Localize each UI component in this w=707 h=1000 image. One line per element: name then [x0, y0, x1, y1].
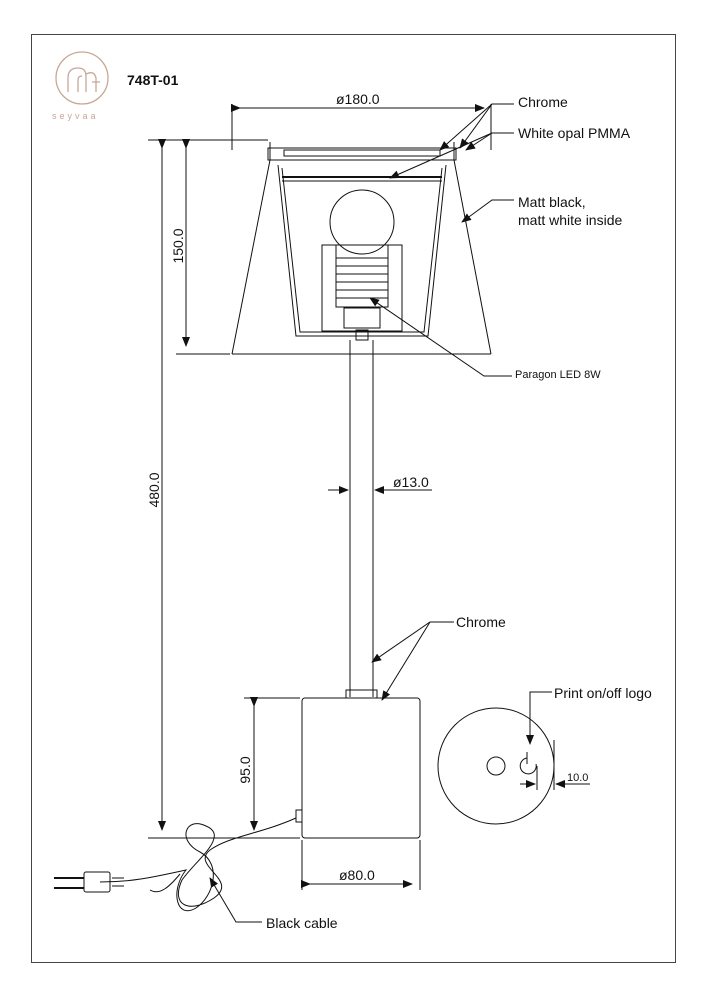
- power-cable: [54, 817, 297, 912]
- callout-leaders: [209, 103, 552, 923]
- dimension-shade-height: [176, 139, 230, 355]
- callout-black-cable: Black cable: [266, 915, 338, 931]
- callout-chrome-top: Chrome: [518, 94, 568, 110]
- dimension-total-height: [148, 139, 300, 839]
- switch-offset-value: 10.0: [567, 772, 589, 784]
- lamp-base: [295, 697, 421, 839]
- callout-chrome-stem: Chrome: [456, 614, 506, 630]
- drawing-frame: [31, 34, 676, 963]
- callout-print-on-off-logo: Print on/off logo: [554, 685, 652, 701]
- led-bulb: [321, 189, 403, 341]
- lamp-stem: [345, 340, 378, 699]
- base-height-value: 95.0: [237, 756, 253, 784]
- callout-shade-material-line2: matt white inside: [518, 212, 623, 228]
- lamp-shade: [231, 142, 492, 355]
- base-diameter-value: ø80.0: [339, 867, 375, 883]
- seyvaa-logo-icon: [55, 51, 109, 105]
- callout-white-opal-pmma: White opal PMMA: [518, 125, 631, 141]
- shade-diameter-value: ø180.0: [336, 91, 380, 107]
- model-number: 748T-01: [127, 72, 179, 88]
- stem-diameter-value: ø13.0: [393, 474, 429, 490]
- dimension-shade-diameter: [231, 104, 492, 150]
- dimension-base-height: [244, 697, 300, 831]
- brand-name: seyvaa: [52, 111, 99, 121]
- callout-shade-material-line1: Matt black,: [518, 194, 586, 210]
- callout-paragon-led: Paragon LED 8W: [515, 369, 601, 381]
- dimension-switch-offset: [520, 740, 590, 790]
- dimension-base-diameter: [301, 840, 421, 890]
- shade-height-value: 150.0: [170, 228, 186, 264]
- total-height-value: 480.0: [146, 472, 162, 508]
